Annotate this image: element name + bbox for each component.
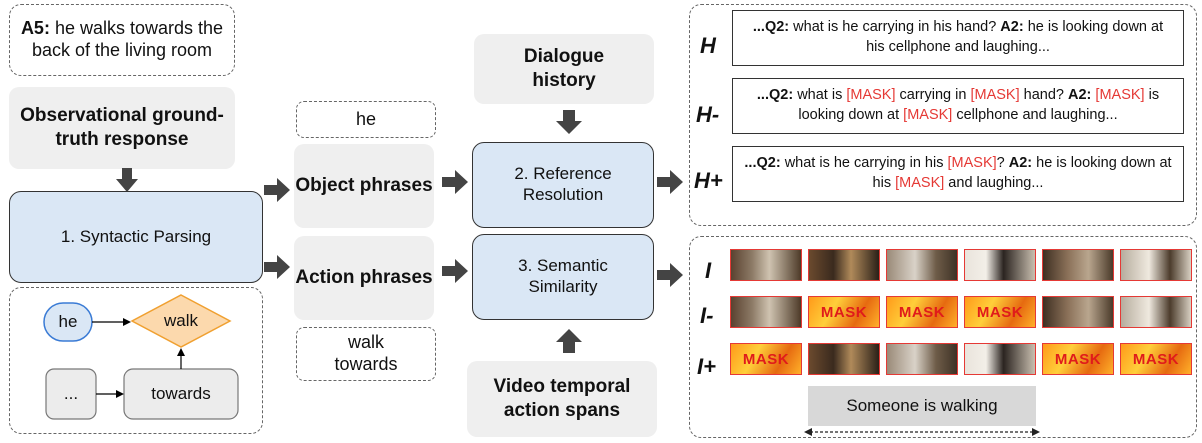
- mask-label: MASK: [898, 303, 946, 321]
- video-frame: [1042, 296, 1114, 328]
- masked-video-frame: MASK: [808, 296, 880, 328]
- video-frame: [1120, 296, 1192, 328]
- video-row-label: I-: [700, 303, 714, 328]
- video-spans-label: Video temporal action spans: [493, 376, 631, 421]
- arrow-up-icon: [556, 329, 582, 353]
- walking-caption-text: Someone is walking: [846, 396, 998, 415]
- answer-label: A5:: [20, 18, 50, 39]
- history-text-box: ...Q2: what is he carrying in his [MASK]…: [732, 146, 1184, 202]
- observational-response-label: Observational ground-truth response: [20, 105, 224, 150]
- he-node-label: he: [58, 311, 78, 331]
- history-text: ...Q2: what is he carrying in his [MASK]…: [744, 155, 1172, 191]
- object-example-text: he: [355, 108, 377, 129]
- arrow-right-icon: [264, 255, 290, 279]
- video-spans-box: Video temporal action spans: [467, 361, 657, 437]
- dialogue-history-label: Dialogue history: [523, 46, 605, 91]
- mask-label: MASK: [742, 350, 790, 368]
- dialogue-history-box: Dialogue history: [474, 34, 654, 104]
- video-frame: [964, 249, 1036, 281]
- video-frame: [808, 343, 880, 375]
- masked-video-frame: MASK: [886, 296, 958, 328]
- arrow-down-icon: [116, 168, 138, 192]
- mask-label: MASK: [1054, 350, 1102, 368]
- mask-label: MASK: [976, 303, 1024, 321]
- video-frame: [964, 343, 1036, 375]
- action-phrases-box: Action phrases: [294, 236, 434, 320]
- parse-tree-diagram: [43, 294, 239, 420]
- arrow-right-icon: [657, 170, 683, 194]
- walk-node-label: walk: [163, 310, 198, 330]
- arrow-right-icon: [264, 178, 290, 202]
- walking-caption-box: Someone is walking: [808, 386, 1036, 426]
- video-frame: [808, 249, 880, 281]
- history-row-label: H-: [696, 102, 720, 127]
- arrow-right-icon: [442, 170, 468, 194]
- action-phrases-label: Action phrases: [295, 267, 433, 289]
- syntactic-parsing-box: 1. Syntactic Parsing: [9, 191, 263, 283]
- video-row-label: I+: [697, 354, 716, 379]
- span-range-arrow: [804, 428, 1040, 436]
- object-example-box: he: [296, 101, 436, 138]
- arrow-down-icon: [556, 110, 582, 134]
- history-text-box: ...Q2: what is [MASK] carrying in [MASK]…: [732, 78, 1184, 134]
- masked-video-frame: MASK: [1120, 343, 1192, 375]
- masked-video-frame: MASK: [1042, 343, 1114, 375]
- reference-resolution-box: 2. Reference Resolution: [472, 142, 654, 228]
- video-frame: [730, 296, 802, 328]
- video-frame: [886, 249, 958, 281]
- video-frame: [730, 249, 802, 281]
- history-text: ...Q2: what is he carrying in his hand? …: [752, 19, 1164, 55]
- object-phrases-box: Object phrases: [294, 144, 434, 228]
- syntactic-parsing-label: 1. Syntactic Parsing: [60, 226, 212, 246]
- towards-node-label: towards: [151, 383, 211, 403]
- action-example-box: walk towards: [296, 327, 436, 381]
- history-row-label: H+: [694, 168, 723, 193]
- ellipsis-node-label: ...: [63, 383, 79, 403]
- reference-resolution-label: 2. Reference Resolution: [514, 164, 612, 204]
- arrow-right-icon: [442, 259, 468, 283]
- arrow-right-icon: [657, 263, 683, 287]
- video-row-label: I: [705, 258, 712, 283]
- history-text-box: ...Q2: what is he carrying in his hand? …: [732, 10, 1184, 66]
- action-example-text: walk towards: [334, 332, 398, 374]
- mask-label: MASK: [1132, 350, 1180, 368]
- semantic-similarity-label: 3. Semantic Similarity: [518, 256, 608, 296]
- answer-box: A5: he walks towards the back of the liv…: [9, 4, 235, 76]
- history-row-label: H: [700, 33, 716, 58]
- video-frame: [1042, 249, 1114, 281]
- mask-label: MASK: [820, 303, 868, 321]
- object-phrases-label: Object phrases: [295, 175, 433, 197]
- answer-text: he walks towards the back of the living …: [31, 18, 224, 60]
- masked-video-frame: MASK: [964, 296, 1036, 328]
- history-text: ...Q2: what is [MASK] carrying in [MASK]…: [756, 87, 1160, 123]
- observational-response-box: Observational ground-truth response: [9, 87, 235, 169]
- walk-node: [130, 294, 232, 348]
- semantic-similarity-box: 3. Semantic Similarity: [472, 234, 654, 320]
- video-frame: [1120, 249, 1192, 281]
- masked-video-frame: MASK: [730, 343, 802, 375]
- video-frame: [886, 343, 958, 375]
